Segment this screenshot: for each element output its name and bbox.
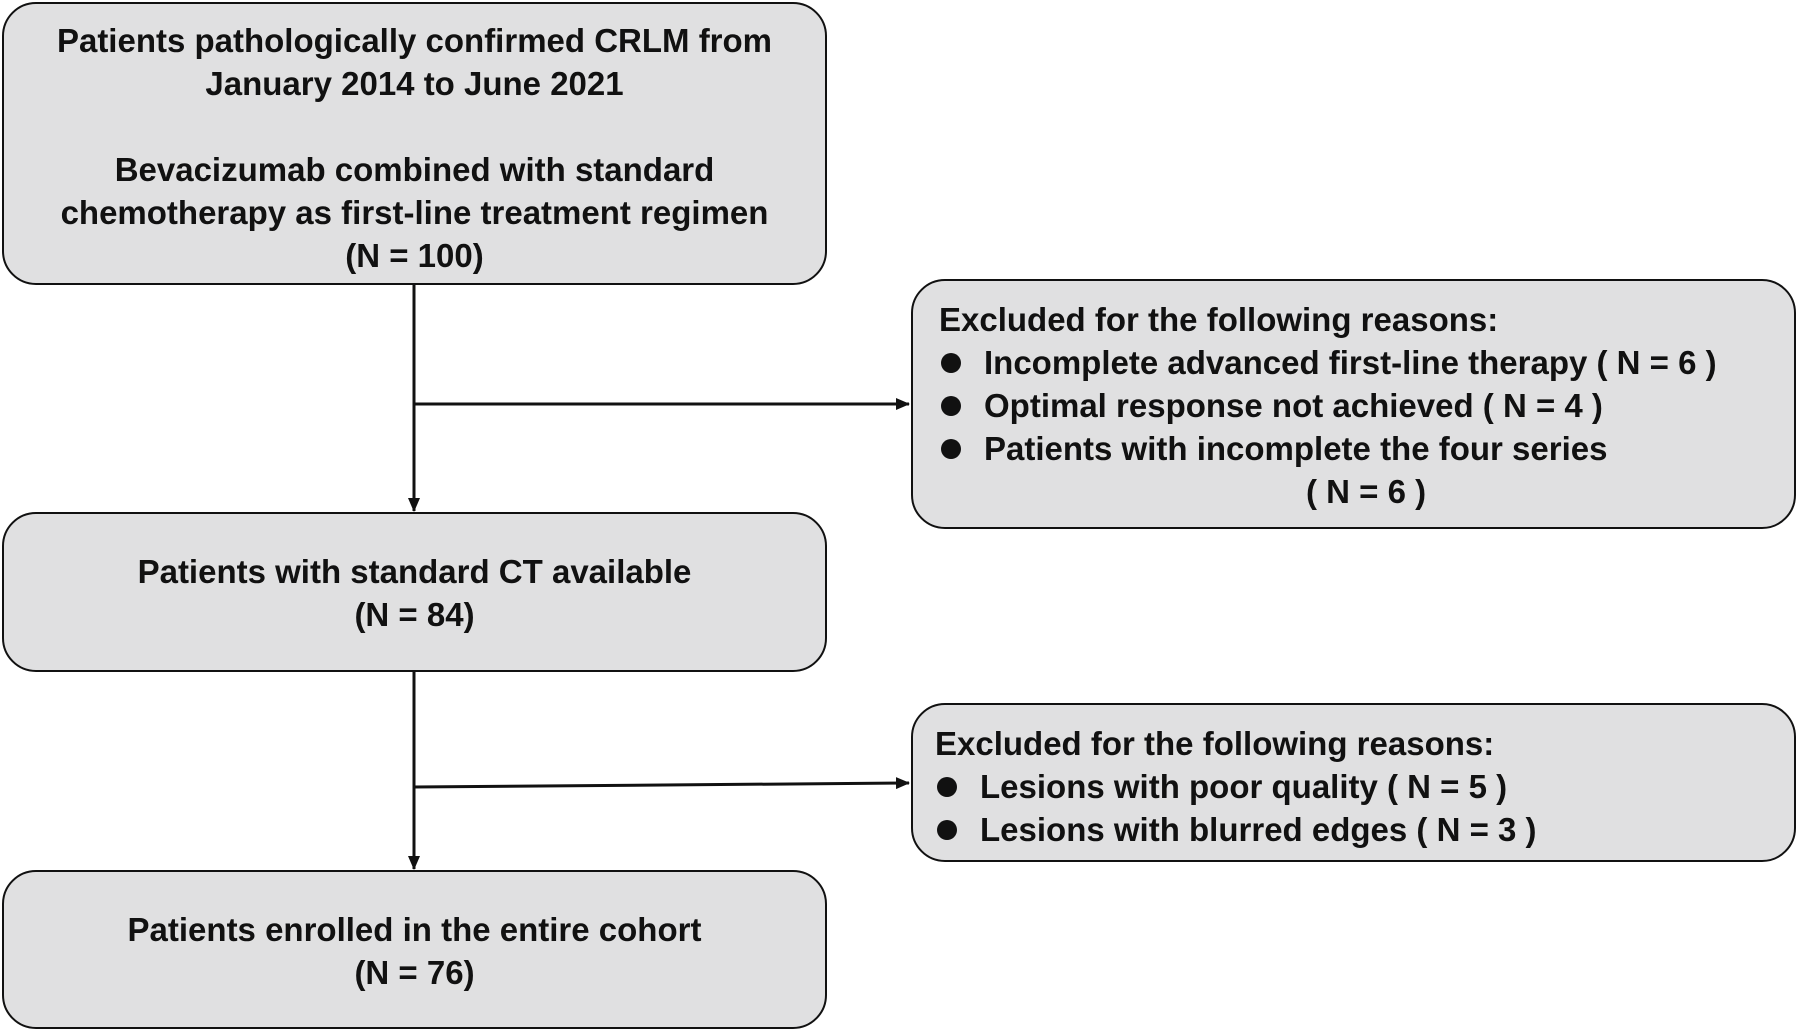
exclusion-box-2: Excluded for the following reasons: Lesi… <box>911 703 1796 862</box>
ct-available-count: (N = 84) <box>354 596 475 633</box>
enrolled-cohort-box: Patients enrolled in the entire cohort (… <box>2 870 827 1029</box>
exclusion-1-item-continuation: ( N = 6 ) <box>1306 473 1427 510</box>
bullet-icon <box>937 777 957 797</box>
exclusion-2-item-text: Lesions with poor quality ( N = 5 ) <box>980 768 1508 805</box>
exclusion-2-item-text: Lesions with blurred edges ( N = 3 ) <box>980 811 1537 848</box>
initial-population-line-1: Patients pathologically confirmed CRLM f… <box>56 22 773 59</box>
exclusion-1-heading: Excluded for the following reasons: <box>939 301 1499 338</box>
enrolled-cohort-label: Patients enrolled in the entire cohort <box>127 911 702 948</box>
bullet-icon <box>937 820 957 840</box>
exclusion-1-item: Incomplete advanced first-line therapy (… <box>939 341 1794 384</box>
exclusion-1-item-text: Incomplete advanced first-line therapy (… <box>984 344 1717 381</box>
initial-population-line-3: Bevacizumab combined with standard <box>114 151 715 188</box>
exclusion-1-item: Patients with incomplete the four series <box>939 427 1794 470</box>
exclusion-1-item-text: Optimal response not achieved ( N = 4 ) <box>984 387 1603 424</box>
exclusion-2-item: Lesions with poor quality ( N = 5 ) <box>935 765 1794 808</box>
exclusion-1-item: Optimal response not achieved ( N = 4 ) <box>939 384 1794 427</box>
enrolled-cohort-count: (N = 76) <box>354 954 475 991</box>
arrow-to-exclusion-2 <box>413 777 910 790</box>
exclusion-2-heading: Excluded for the following reasons: <box>935 725 1495 762</box>
bullet-icon <box>941 439 961 459</box>
initial-population-count: (N = 100) <box>345 237 484 274</box>
initial-population-line-2: January 2014 to June 2021 <box>205 65 624 102</box>
initial-population-box: Patients pathologically confirmed CRLM f… <box>2 2 827 285</box>
ct-available-box: Patients with standard CT available (N =… <box>2 512 827 672</box>
exclusion-box-1: Excluded for the following reasons: Inco… <box>911 279 1796 529</box>
exclusion-2-item: Lesions with blurred edges ( N = 3 ) <box>935 808 1794 851</box>
initial-population-line-4: chemotherapy as first-line treatment reg… <box>60 194 769 231</box>
bullet-icon <box>941 353 961 373</box>
ct-available-label: Patients with standard CT available <box>137 553 692 590</box>
exclusion-1-item-text: Patients with incomplete the four series <box>984 430 1608 467</box>
bullet-icon <box>941 396 961 416</box>
